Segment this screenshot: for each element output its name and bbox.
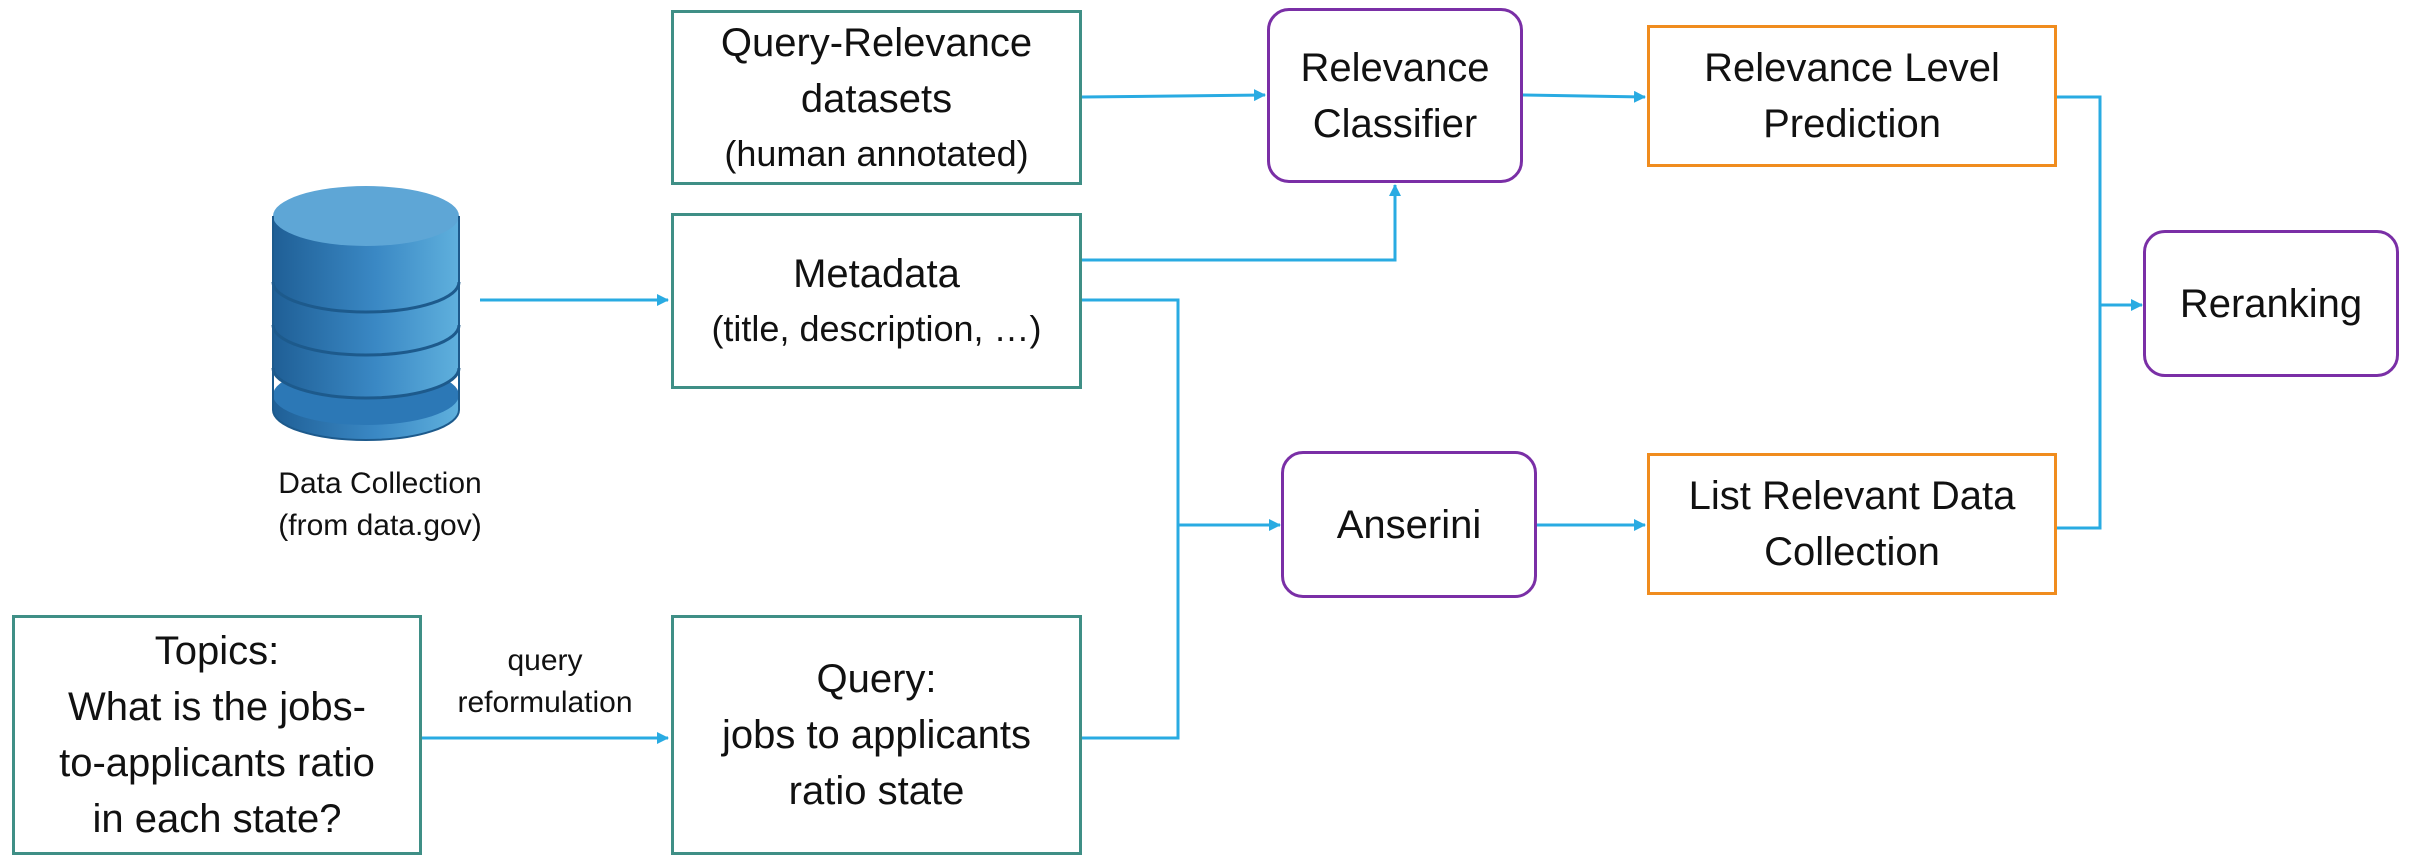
list-relevant-box: List Relevant Data Collection bbox=[1647, 453, 2057, 595]
query-reformulation-label: query reformulation bbox=[430, 640, 660, 724]
line-level-to-rerank bbox=[2057, 95, 2102, 305]
topics-box: Topics: What is the jobs- to-applicants … bbox=[12, 615, 422, 855]
query-title: Query: bbox=[816, 657, 937, 701]
topics-line-3: in each state? bbox=[92, 797, 342, 841]
arrow-metadata-to-classifier bbox=[1080, 184, 1401, 262]
reranking-label: Reranking bbox=[2179, 281, 2363, 326]
reformulation-line-2: reformulation bbox=[457, 686, 633, 719]
line-metadata-to-merge bbox=[1080, 298, 1180, 525]
database-icon bbox=[271, 186, 461, 441]
reranking-box: Reranking bbox=[2143, 230, 2399, 377]
query-box: Query: jobs to applicants ratio state bbox=[671, 615, 1082, 855]
query-line-1: jobs to applicants bbox=[721, 713, 1032, 757]
query-relevance-note: (human annotated) bbox=[724, 132, 1029, 174]
list-relevant-line-1: List Relevant Data bbox=[1688, 474, 2016, 518]
query-line-2: ratio state bbox=[788, 769, 965, 813]
data-collection-label: Data Collection (from data.gov) bbox=[230, 463, 530, 547]
topics-line-1: What is the jobs- bbox=[68, 685, 366, 729]
arrow-qr-to-classifier bbox=[1081, 89, 1266, 102]
data-collection-source: (from data.gov) bbox=[278, 509, 482, 542]
anserini-box: Anserini bbox=[1281, 451, 1537, 598]
relevance-classifier-line-2: Classifier bbox=[1312, 101, 1478, 146]
query-relevance-title: Query-Relevance bbox=[720, 20, 1033, 65]
relevance-classifier-box: Relevance Classifier bbox=[1267, 8, 1523, 183]
topics-title: Topics: bbox=[154, 629, 280, 673]
anserini-label: Anserini bbox=[1336, 502, 1482, 547]
reformulation-line-1: query bbox=[507, 644, 583, 677]
metadata-fields: (title, description, …) bbox=[711, 308, 1042, 349]
metadata-box: Metadata (title, description, …) bbox=[671, 213, 1082, 389]
data-collection-title: Data Collection bbox=[278, 467, 482, 500]
relevance-level-box: Relevance Level Prediction bbox=[1647, 25, 2057, 167]
metadata-title: Metadata bbox=[793, 252, 960, 296]
line-query-to-merge bbox=[1080, 525, 1180, 740]
relevance-classifier-line-1: Relevance bbox=[1300, 45, 1490, 90]
arrow-classifier-to-level bbox=[1522, 90, 1646, 103]
line-list-to-rerank bbox=[2057, 305, 2102, 530]
query-relevance-subtitle: datasets bbox=[800, 76, 953, 121]
topics-line-2: to-applicants ratio bbox=[59, 741, 375, 785]
relevance-level-line-1: Relevance Level bbox=[1704, 46, 2000, 90]
relevance-level-line-2: Prediction bbox=[1763, 102, 1941, 146]
query-relevance-box: Query-Relevance datasets (human annotate… bbox=[671, 10, 1082, 185]
list-relevant-line-2: Collection bbox=[1764, 530, 1940, 574]
